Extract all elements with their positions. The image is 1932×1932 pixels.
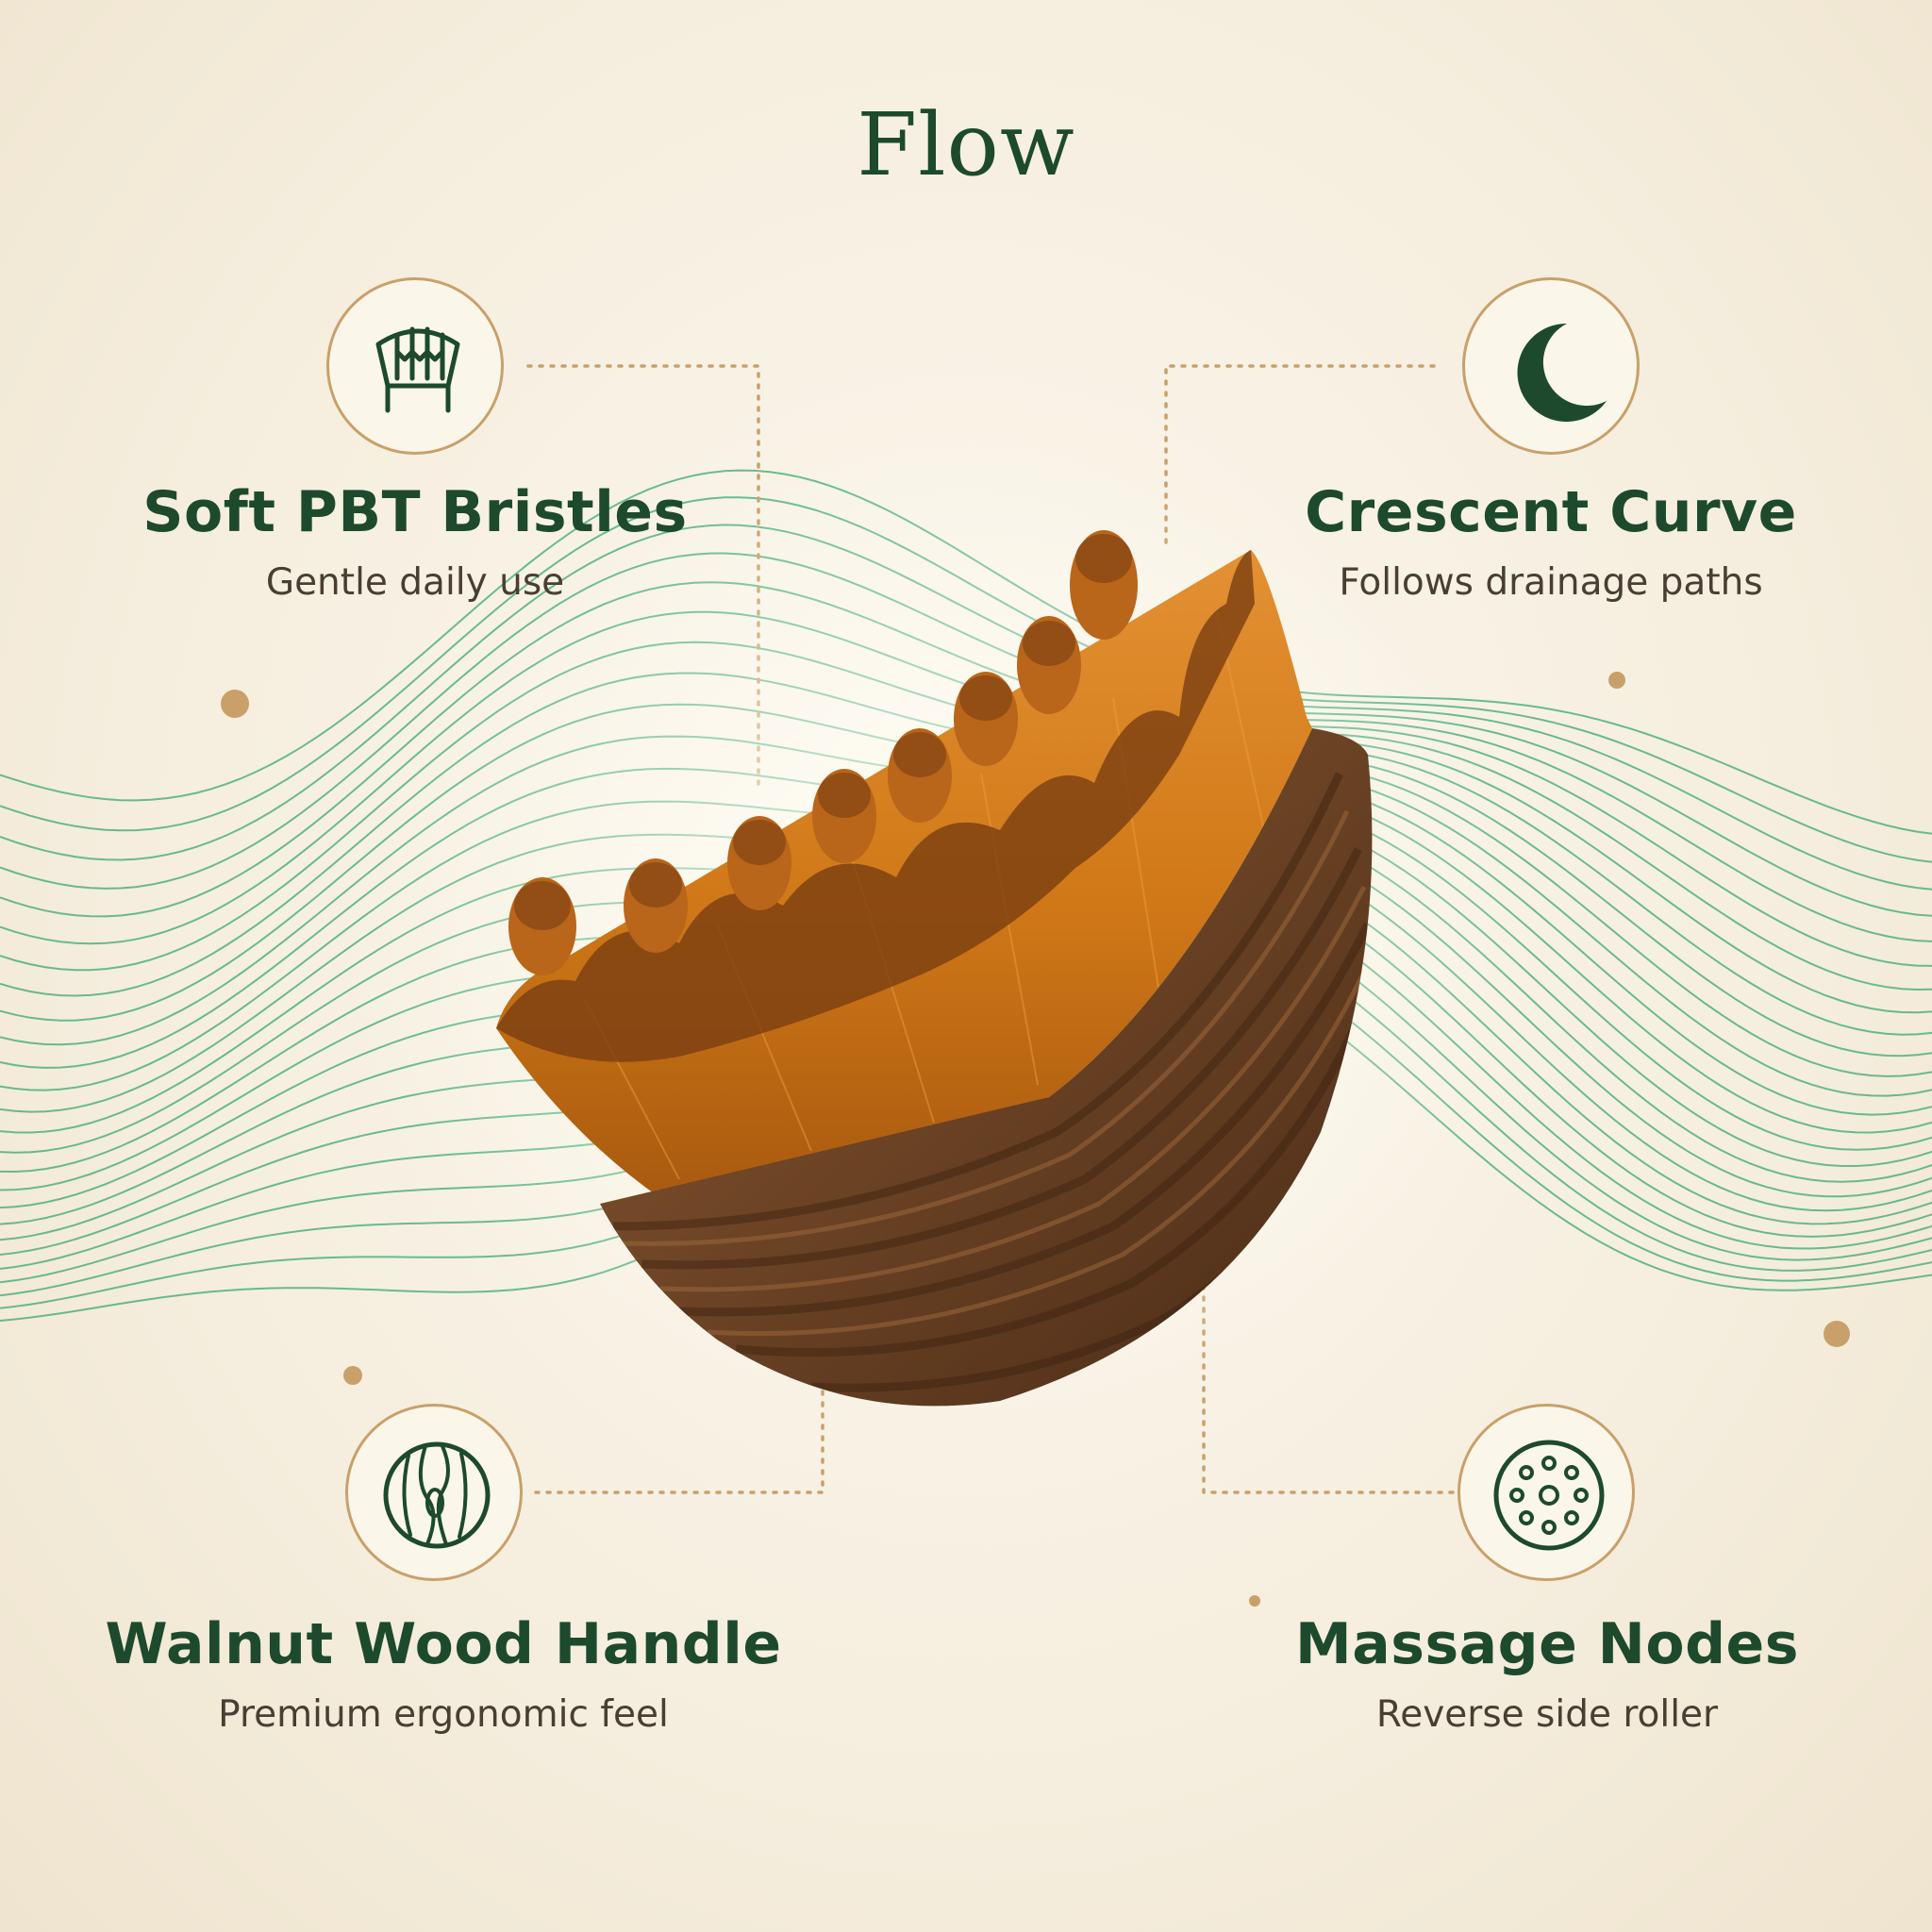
bristles-badge [326, 277, 504, 455]
feature-subtitle-walnut: Premium ergonomic feel [218, 1693, 669, 1736]
connector-nodes [1202, 1262, 1455, 1494]
feature-title-walnut: Walnut Wood Handle [105, 1611, 782, 1677]
connector-walnut [534, 1333, 824, 1494]
bristle-brush-icon [375, 326, 460, 413]
walnut-handle [600, 728, 1373, 1407]
massage-nodes-icon [1493, 1440, 1605, 1551]
walnut-badge [345, 1404, 523, 1581]
nodes-badge [1457, 1404, 1635, 1581]
feature-title-nodes: Massage Nodes [1295, 1611, 1799, 1677]
wood-grain-icon [383, 1441, 491, 1549]
feature-title-crescent: Crescent Curve [1305, 479, 1797, 545]
brand-title: Flow [857, 94, 1075, 195]
feature-title-bristles: Soft PBT Bristles [142, 479, 688, 545]
feature-subtitle-nodes: Reverse side roller [1375, 1693, 1719, 1736]
crescent-badge [1462, 277, 1640, 455]
crescent-moon-icon [1517, 323, 1607, 422]
feature-subtitle-crescent: Follows drainage paths [1339, 561, 1763, 604]
feature-subtitle-bristles: Gentle daily use [265, 561, 565, 604]
